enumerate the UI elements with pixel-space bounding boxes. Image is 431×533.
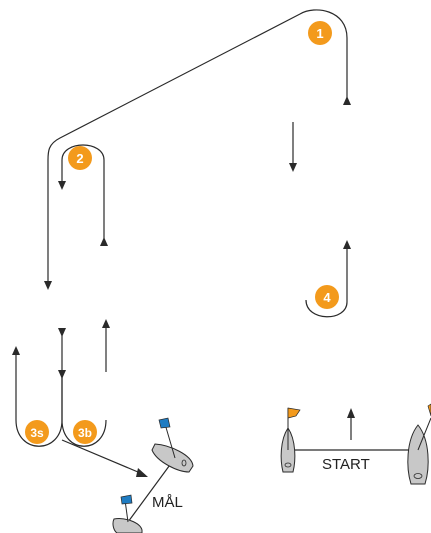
finish-flag-bottom xyxy=(120,494,133,505)
start-boat-right xyxy=(407,403,431,485)
course-leg-1 xyxy=(47,9,348,282)
course-path xyxy=(15,9,410,523)
start-flag-left xyxy=(287,407,301,419)
mark-3s-label: 3s xyxy=(30,426,44,440)
arrowhead-up-2 xyxy=(100,237,108,246)
finish-line xyxy=(127,457,176,523)
course-arrowheads xyxy=(12,96,355,477)
arrowhead-up-4 xyxy=(343,240,351,249)
finish-label: MÅL xyxy=(152,494,183,511)
arrowhead-down-gate xyxy=(58,328,66,337)
start-flag-right xyxy=(427,403,431,417)
arrowhead-up-1 xyxy=(343,96,351,105)
arrowhead-start xyxy=(347,408,355,418)
mark-1-label: 1 xyxy=(316,26,323,41)
mark-1: 1 xyxy=(308,21,332,45)
start-label: START xyxy=(322,456,370,473)
mark-4-label: 4 xyxy=(323,290,331,305)
course-leg-gate-b xyxy=(61,372,107,447)
mark-3b: 3b xyxy=(73,420,97,444)
mark-3s: 3s xyxy=(25,420,49,444)
arrowhead-up-gate-right xyxy=(102,319,110,328)
arrowhead-up-gate-left xyxy=(12,346,20,355)
arrowhead-down-2 xyxy=(58,181,66,190)
mark-4: 4 xyxy=(315,285,339,309)
finish-flag-top xyxy=(158,417,171,429)
mark-2: 2 xyxy=(68,146,92,170)
course-leg-gate xyxy=(15,330,63,447)
mark-2-label: 2 xyxy=(76,151,83,166)
mark-3b-label: 3b xyxy=(78,426,92,440)
start-boat-left xyxy=(280,407,301,473)
arrowhead-finish xyxy=(136,468,148,477)
course-leg-4 xyxy=(305,245,348,318)
arrowhead-down-1 xyxy=(289,163,297,172)
course-leg-finish xyxy=(61,439,146,476)
course-leg-2 xyxy=(61,144,105,240)
arrowhead-down-3 xyxy=(44,281,52,290)
arrowhead-down-gate-2 xyxy=(58,370,66,379)
finish-boat-bottom xyxy=(112,494,143,533)
finish-boat-top xyxy=(151,417,194,473)
